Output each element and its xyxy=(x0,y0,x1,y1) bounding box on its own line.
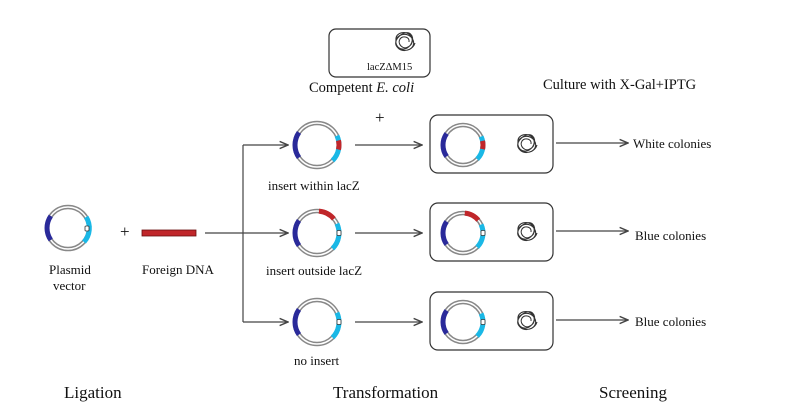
result-label: Blue colonies xyxy=(635,314,707,329)
lacz-gene xyxy=(330,222,342,251)
transformed-cell xyxy=(429,202,554,262)
plasmid xyxy=(440,122,486,168)
plasmid xyxy=(440,210,486,256)
cut-site xyxy=(336,230,342,236)
plus-sign: + xyxy=(375,108,385,127)
plasmid xyxy=(292,120,342,170)
marker-gene xyxy=(292,130,302,160)
competent-label-text: Competent xyxy=(309,80,377,96)
cut-site xyxy=(480,319,486,325)
chromosome-icon xyxy=(517,310,538,331)
plus-sign: + xyxy=(120,222,130,241)
row-label: no insert xyxy=(294,353,340,368)
lacz-gene-label: lacZΔM15 xyxy=(367,62,413,73)
plasmid xyxy=(292,297,342,347)
result-label: White colonies xyxy=(633,136,712,151)
marker-gene xyxy=(292,307,302,337)
competent-cell-box xyxy=(328,28,431,78)
marker-gene xyxy=(440,220,449,246)
plasmid-label: Plasmid xyxy=(49,262,91,277)
lacz-gene xyxy=(475,312,486,338)
foreign-dna-label: Foreign DNA xyxy=(142,262,214,277)
marker-gene xyxy=(292,218,302,248)
lacz-gene xyxy=(475,223,486,249)
row-label: insert outside lacZ xyxy=(266,263,363,278)
plasmid-vector xyxy=(44,204,92,252)
chromosome-icon xyxy=(517,133,538,154)
foreign-dna xyxy=(141,229,197,237)
row-label: insert within lacZ xyxy=(268,178,360,193)
cut-site xyxy=(336,319,342,325)
marker-gene xyxy=(440,132,449,158)
ecoli-label-text: E. coli xyxy=(376,80,415,96)
cut-site xyxy=(480,230,486,236)
insert xyxy=(464,210,481,222)
chromosome-icon xyxy=(395,31,416,52)
transformed-cell xyxy=(429,291,554,351)
plasmid xyxy=(292,208,342,258)
chromosome-icon xyxy=(517,221,538,242)
plasmid xyxy=(440,299,486,345)
lacz-gene xyxy=(330,311,342,340)
insert xyxy=(318,208,336,221)
stage-ligation: Ligation xyxy=(64,383,122,402)
stage-transformation: Transformation xyxy=(333,383,439,402)
competent-ecoli-label: Competent E. coli xyxy=(309,80,414,97)
marker-gene xyxy=(440,309,449,335)
stage-screening: Screening xyxy=(599,383,667,402)
culture-label: Culture with X-Gal+IPTG xyxy=(543,77,697,93)
result-label: Blue colonies xyxy=(635,228,707,243)
transformed-cell xyxy=(429,114,554,174)
vector-label: vector xyxy=(53,278,86,293)
